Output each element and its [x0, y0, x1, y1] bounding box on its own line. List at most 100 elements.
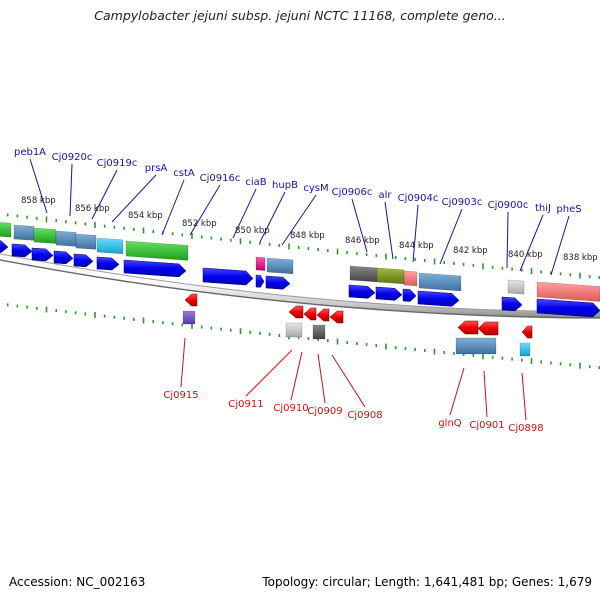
reverse-cds-arrow — [329, 310, 344, 324]
forward-gene-feature — [125, 240, 189, 261]
forward-cds-arrow — [536, 298, 600, 318]
forward-gene-label: Cj0906c — [332, 187, 373, 198]
topology-text: Topology: circular; Length: 1,641,481 bp… — [262, 575, 592, 589]
map-title: Campylobacter jejuni subsp. jejuni NCTC … — [94, 8, 506, 23]
reverse-gene-label: Cj0908 — [347, 410, 382, 421]
reverse-gene-feature — [455, 337, 497, 355]
forward-label-leader — [91, 169, 118, 220]
reverse-cds-arrow — [184, 293, 198, 307]
forward-label-leader — [69, 163, 73, 217]
forward-gene-feature — [376, 267, 405, 285]
forward-label-leader — [412, 204, 419, 263]
reverse-gene-label: Cj0909 — [307, 406, 342, 417]
forward-gene-label: cstA — [173, 168, 195, 179]
forward-gene-label: ciaB — [245, 177, 266, 188]
forward-label-leader — [29, 158, 48, 214]
forward-cds-arrow — [73, 253, 94, 268]
scale-label: 838 kbp — [563, 253, 598, 263]
reverse-label-leader — [290, 351, 303, 401]
scale-label: 856 kbp — [75, 204, 110, 214]
forward-gene-feature — [75, 233, 97, 250]
scale-label: 854 kbp — [128, 211, 163, 221]
forward-gene-label: Cj0904c — [398, 193, 439, 204]
forward-cds-arrow — [255, 274, 265, 288]
reverse-label-leader — [521, 372, 527, 421]
forward-label-leader — [161, 179, 185, 236]
forward-gene-label: hupB — [272, 180, 298, 191]
backbone-edge-top — [0, 253, 600, 313]
forward-cds-arrow — [11, 243, 33, 258]
forward-gene-feature — [255, 256, 266, 271]
reverse-cds-arrow — [288, 305, 304, 319]
forward-gene-feature — [55, 230, 77, 247]
forward-cds-arrow — [123, 259, 187, 278]
reverse-gene-label: Cj0901 — [469, 420, 504, 431]
forward-gene-feature — [96, 237, 124, 255]
forward-gene-label: Cj0919c — [97, 158, 138, 169]
reverse-gene-feature — [182, 310, 196, 325]
forward-label-leader — [189, 184, 221, 236]
reverse-gene-label: Cj0915 — [163, 390, 198, 401]
forward-label-leader — [281, 194, 317, 246]
forward-label-leader — [519, 214, 544, 272]
forward-label-leader — [259, 191, 286, 243]
scale-label: 842 kbp — [453, 246, 488, 256]
forward-gene-feature — [507, 279, 525, 295]
forward-label-leader — [111, 174, 157, 223]
reverse-cds-arrow — [477, 321, 499, 336]
forward-gene-label: Cj0903c — [442, 197, 483, 208]
forward-gene-label: Cj0920c — [52, 152, 93, 163]
forward-gene-label: cysM — [303, 183, 328, 194]
forward-cds-arrow — [31, 247, 54, 262]
reverse-cds-arrow — [303, 307, 317, 321]
forward-gene-feature — [403, 270, 418, 287]
scale-label: 858 kbp — [21, 196, 56, 206]
forward-cds-arrow — [53, 250, 74, 265]
reverse-gene-feature — [285, 322, 303, 338]
reverse-label-leader — [449, 367, 465, 416]
scale-label: 840 kbp — [508, 250, 543, 260]
forward-gene-label: Cj0900c — [488, 200, 529, 211]
forward-cds-arrow — [348, 284, 376, 299]
forward-cds-arrow — [265, 275, 291, 290]
scale-label: 846 kbp — [345, 236, 380, 246]
backbone-edge-bottom — [0, 259, 600, 319]
forward-gene-label: Cj0916c — [200, 173, 241, 184]
reverse-label-leader — [245, 349, 293, 397]
forward-gene-label: pheS — [556, 204, 581, 215]
reverse-gene-label: Cj0910 — [273, 403, 308, 414]
forward-gene-label: prsA — [145, 163, 168, 174]
forward-label-leader — [439, 208, 463, 265]
forward-cds-arrow — [202, 267, 254, 286]
forward-gene-feature — [266, 257, 294, 275]
forward-cds-arrow — [375, 286, 403, 301]
reverse-gene-label: glnQ — [438, 418, 461, 429]
forward-cds-arrow — [0, 240, 9, 253]
forward-cds-arrow — [417, 290, 460, 307]
forward-label-leader — [506, 211, 509, 269]
scale-label: 852 kbp — [182, 219, 217, 229]
reverse-gene-label: Cj0898 — [508, 423, 543, 434]
forward-label-leader — [351, 198, 368, 253]
scale-label: 850 kbp — [235, 226, 270, 236]
reverse-cds-arrow — [521, 325, 533, 339]
forward-gene-feature — [13, 224, 35, 241]
forward-gene-label: alr — [378, 190, 392, 201]
accession-text: Accession: NC_002163 — [9, 575, 146, 589]
forward-label-leader — [550, 215, 570, 276]
reverse-label-leader — [331, 354, 366, 408]
forward-gene-feature — [0, 222, 12, 238]
reverse-gene-feature — [312, 324, 326, 340]
forward-gene-feature — [418, 272, 462, 292]
reverse-label-leader — [317, 353, 326, 404]
reverse-label-leader — [180, 337, 186, 388]
forward-gene-label: peb1A — [14, 147, 46, 158]
forward-gene-label: thiJ — [535, 203, 551, 214]
forward-cds-arrow — [501, 296, 523, 312]
forward-cds-arrow — [402, 288, 417, 302]
forward-gene-feature — [536, 281, 600, 302]
scale-label: 844 kbp — [399, 241, 434, 251]
forward-gene-feature — [33, 227, 57, 244]
